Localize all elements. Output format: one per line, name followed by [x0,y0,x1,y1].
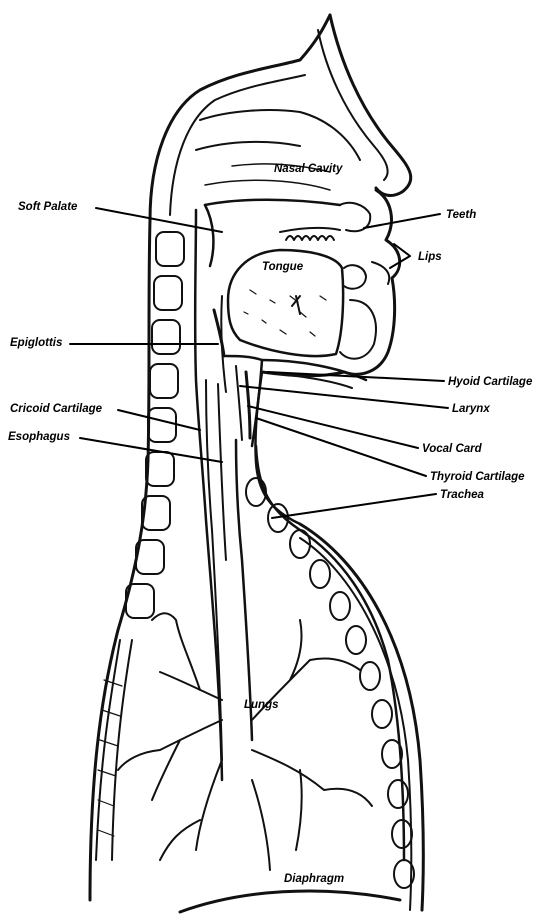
label-cricoid-cartilage: Cricoid Cartilage [10,403,103,415]
trachea-leader [272,494,436,518]
larynx-leader [240,386,448,408]
cricoid-cartilage-leader [118,410,200,430]
label-lips: Lips [418,251,442,263]
label-larynx: Larynx [452,403,490,415]
labels: Nasal Cavity Soft Palate Teeth Lips Tong… [8,163,533,885]
label-esophagus: Esophagus [8,431,70,443]
label-vocal-cord: Vocal Card [422,443,483,455]
thyroid-cartilage-leader [256,418,426,476]
label-thyroid-cartilage: Thyroid Cartilage [430,471,525,483]
label-tongue: Tongue [262,261,304,273]
label-trachea: Trachea [440,489,485,501]
label-teeth: Teeth [446,209,476,221]
vocal-cord-leader [248,406,418,448]
label-epiglottis: Epiglottis [10,337,62,349]
soft-palate-leader [96,208,222,232]
label-lungs: Lungs [244,699,279,711]
label-soft-palate: Soft Palate [18,201,78,213]
label-nasal-cavity: Nasal Cavity [274,163,343,175]
teeth-leader [364,214,440,228]
label-hyoid-cartilage: Hyoid Cartilage [448,376,533,388]
label-diaphragm: Diaphragm [284,873,344,885]
